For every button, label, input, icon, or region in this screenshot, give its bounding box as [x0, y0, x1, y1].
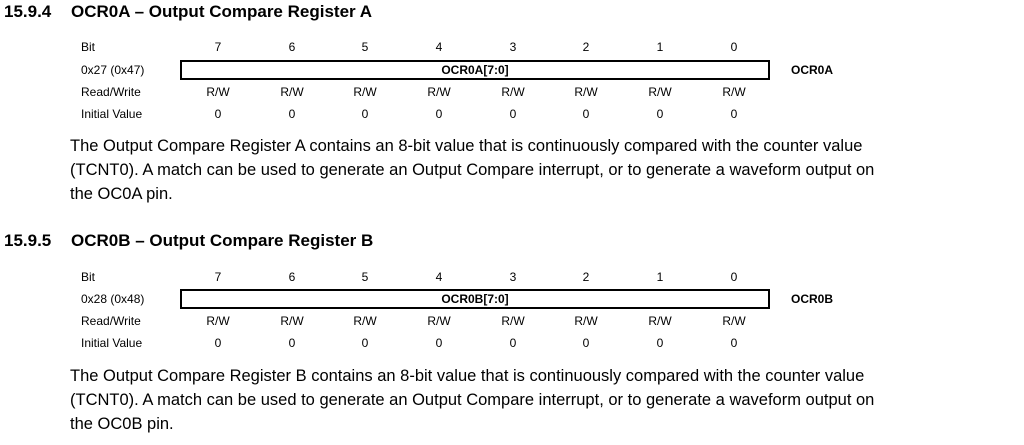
section-heading: 15.9.5 OCR0B – Output Compare Register B [4, 231, 373, 251]
initial-value: 0 [214, 336, 222, 350]
register-field-box: OCR0B[7:0] [180, 289, 770, 309]
section-title: OCR0B – Output Compare Register B [71, 231, 374, 250]
register-field-box: OCR0A[7:0] [180, 60, 770, 80]
access-value: R/W [427, 85, 451, 99]
register-description: The Output Compare Register B contains a… [70, 364, 1000, 436]
access-value: R/W [722, 85, 746, 99]
access-value: R/W [353, 85, 377, 99]
section-heading: 15.9.4 OCR0A – Output Compare Register A [4, 2, 372, 22]
section-title: OCR0A – Output Compare Register A [71, 2, 373, 21]
bit-number: 2 [582, 40, 590, 54]
initial-value: 0 [730, 107, 738, 121]
bit-label: Bit [81, 270, 96, 284]
register-address: 0x28 (0x48) [81, 292, 145, 306]
initial-value: 0 [582, 336, 590, 350]
initial-value-label: Initial Value [81, 107, 143, 121]
access-value: R/W [206, 85, 230, 99]
initial-value: 0 [656, 336, 664, 350]
initial-value: 0 [361, 336, 369, 350]
bit-number: 0 [730, 270, 738, 284]
register-name: OCR0A [791, 63, 834, 77]
access-value: R/W [206, 314, 230, 328]
description-line: (TCNT0). A match can be used to generate… [70, 391, 875, 409]
bit-number: 5 [361, 40, 369, 54]
initial-value: 0 [361, 107, 369, 121]
bit-number: 6 [288, 40, 296, 54]
access-value: R/W [722, 314, 746, 328]
initial-value: 0 [214, 107, 222, 121]
bit-number: 7 [214, 270, 222, 284]
description-line: (TCNT0). A match can be used to generate… [70, 161, 875, 179]
access-value: R/W [501, 314, 525, 328]
initial-value: 0 [288, 336, 296, 350]
access-value: R/W [574, 85, 598, 99]
register-address: 0x27 (0x47) [81, 63, 145, 77]
access-value: R/W [648, 314, 672, 328]
initial-value: 0 [509, 336, 517, 350]
register-name: OCR0B [791, 292, 834, 306]
bit-number: 0 [730, 40, 738, 54]
bit-number: 1 [656, 270, 664, 284]
initial-value: 0 [656, 107, 664, 121]
access-value: R/W [280, 314, 304, 328]
access-value: R/W [280, 85, 304, 99]
bit-number: 5 [361, 270, 369, 284]
initial-value: 0 [509, 107, 517, 121]
bit-number: 3 [509, 40, 517, 54]
initial-value: 0 [288, 107, 296, 121]
access-value: R/W [427, 314, 451, 328]
bit-number: 3 [509, 270, 517, 284]
access-value: R/W [353, 314, 377, 328]
read-write-label: Read/Write [81, 85, 141, 99]
description-line: the OC0B pin. [70, 415, 174, 433]
bit-label: Bit [81, 40, 96, 54]
access-value: R/W [501, 85, 525, 99]
description-line: the OC0A pin. [70, 185, 173, 203]
initial-value: 0 [435, 336, 443, 350]
initial-value-label: Initial Value [81, 336, 143, 350]
bit-number: 4 [435, 40, 443, 54]
initial-value: 0 [435, 107, 443, 121]
bit-number: 2 [582, 270, 590, 284]
description-line: The Output Compare Register A contains a… [70, 137, 863, 155]
access-value: R/W [574, 314, 598, 328]
section-number: 15.9.4 [4, 2, 52, 21]
initial-value: 0 [730, 336, 738, 350]
bit-number: 1 [656, 40, 664, 54]
access-value: R/W [648, 85, 672, 99]
initial-value: 0 [582, 107, 590, 121]
read-write-label: Read/Write [81, 314, 141, 328]
bit-number: 6 [288, 270, 296, 284]
bit-number: 4 [435, 270, 443, 284]
section-number: 15.9.5 [4, 231, 52, 250]
register-description: The Output Compare Register A contains a… [70, 134, 1000, 206]
description-line: The Output Compare Register B contains a… [70, 367, 865, 385]
bit-number: 7 [214, 40, 222, 54]
